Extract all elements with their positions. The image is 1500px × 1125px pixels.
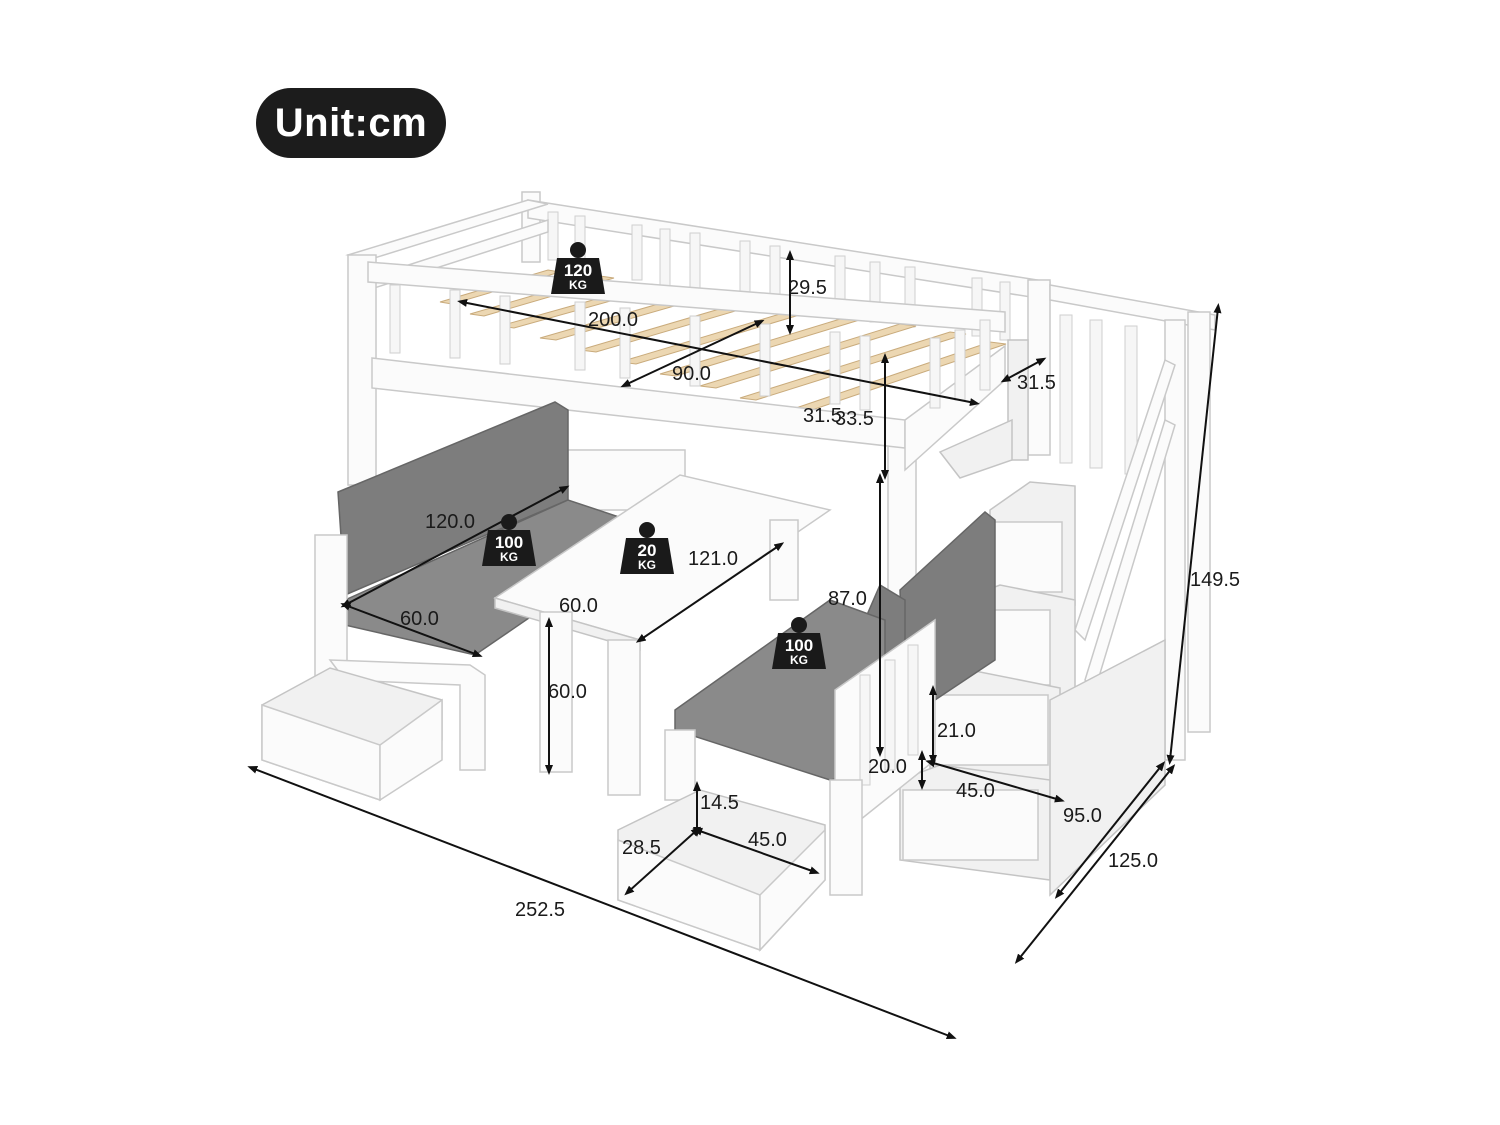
weight-unit: KG — [500, 550, 518, 564]
bed-length-label: 200.0 — [588, 309, 638, 331]
table-height-label: 60.0 — [548, 681, 587, 703]
guard-height-label: 29.5 — [788, 277, 827, 299]
total-height-label: 149.5 — [1190, 569, 1240, 591]
dimension-labels: 29.5 200.0 90.0 31.5 31.5 33.5 120.0 60.… — [400, 277, 1240, 921]
weight-badge-right-sofa: 100 KG — [772, 617, 826, 669]
total-length-label: 252.5 — [515, 899, 565, 921]
under-bed-clearance-label: 87.0 — [828, 588, 867, 610]
side-gap-label: 31.5 — [1017, 372, 1056, 394]
weight-badge-left-sofa: 100 KG — [482, 514, 536, 566]
weight-unit: KG — [638, 558, 656, 572]
back-guard-slats — [547, 211, 1011, 341]
weight-badge-table: 20 KG — [620, 522, 674, 574]
sofa-length-label: 120.0 — [425, 511, 475, 533]
drawer-width-label: 45.0 — [748, 829, 787, 851]
bed-width-label: 90.0 — [672, 363, 711, 385]
weight-value: 100 — [495, 533, 523, 552]
weight-value: 120 — [564, 261, 592, 280]
weight-unit: KG — [569, 278, 587, 292]
drawer-depth-label: 28.5 — [622, 837, 661, 859]
bottom-gap-label: 20.0 — [868, 756, 907, 778]
drawer-height-label: 14.5 — [700, 792, 739, 814]
weight-unit: KG — [790, 653, 808, 667]
unit-badge: Unit:cm — [256, 88, 446, 158]
stair-length-label: 95.0 — [1063, 805, 1102, 827]
table-width-label: 60.0 — [559, 595, 598, 617]
weight-badge-bed: 120 KG — [551, 242, 605, 294]
bottom-drawer — [617, 789, 826, 952]
sofa-depth-label: 60.0 — [400, 608, 439, 630]
step-height-label: 21.0 — [937, 720, 976, 742]
left-drawer — [261, 667, 443, 802]
weight-value: 20 — [638, 541, 657, 560]
dimension-lines — [247, 250, 1222, 1039]
table-length-label: 121.0 — [688, 548, 738, 570]
rail-b-label: 33.5 — [835, 408, 874, 430]
total-depth-label: 125.0 — [1108, 850, 1158, 872]
step-depth-label: 45.0 — [956, 780, 995, 802]
rail-a-label: 31.5 — [803, 405, 842, 427]
weight-value: 100 — [785, 636, 813, 655]
